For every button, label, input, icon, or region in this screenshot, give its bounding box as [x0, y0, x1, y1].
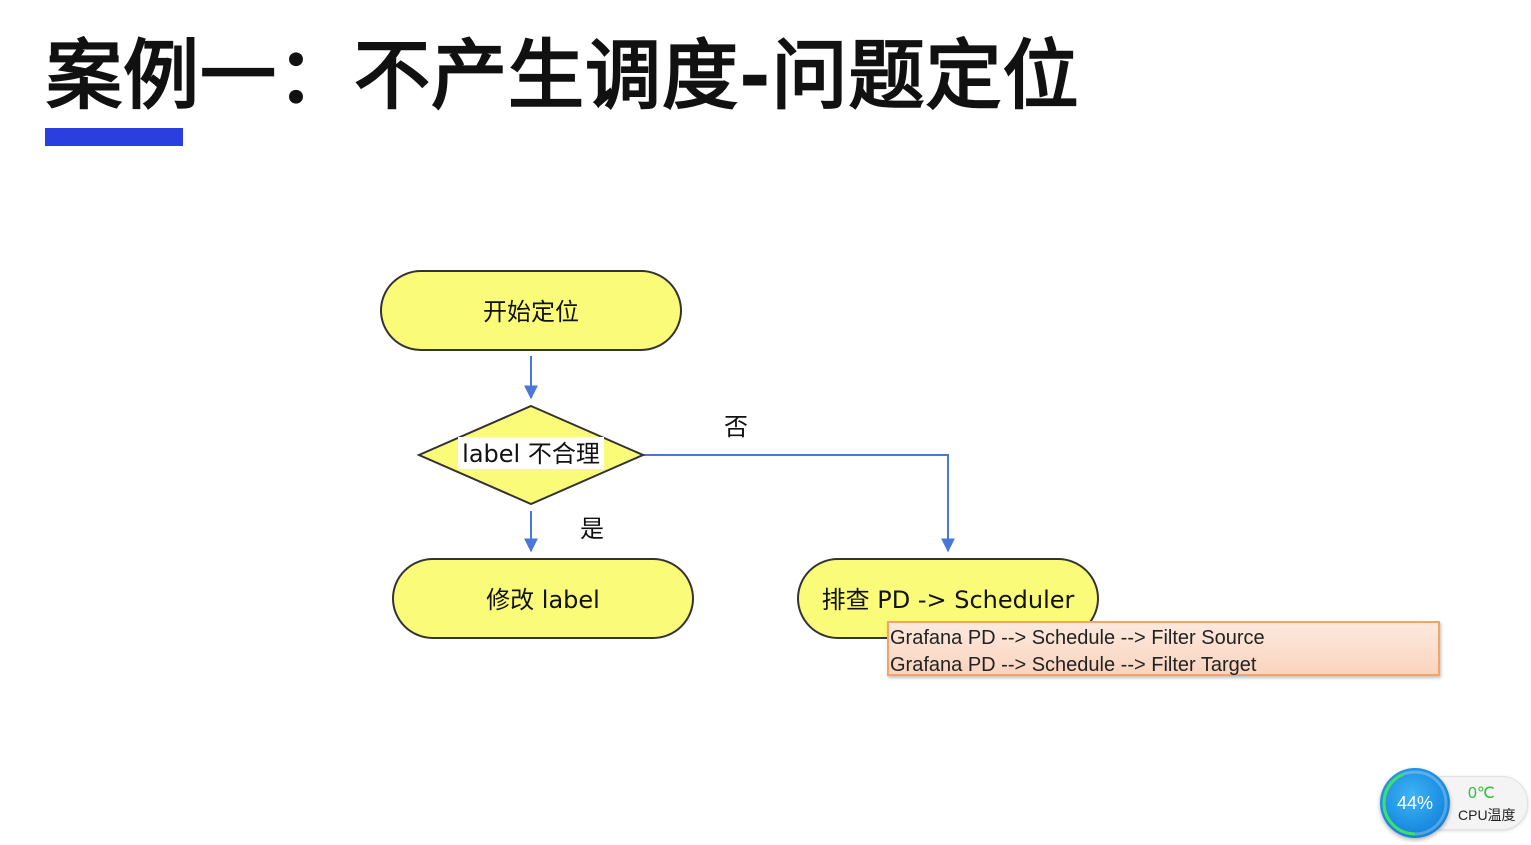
node-fix: 修改 label: [392, 558, 694, 639]
slide-title: 案例一：不产生调度-问题定位: [46, 31, 1080, 120]
node-start: 开始定位: [380, 270, 682, 351]
edge-label-no: 否: [724, 413, 748, 441]
title-accent-bar: [45, 128, 183, 146]
note-line-source: Grafana PD --> Schedule --> Filter Sourc…: [890, 627, 1265, 649]
node-decision-label: label 不合理: [462, 440, 600, 468]
cpu-temperature-value: 0℃: [1468, 785, 1495, 802]
edge-label-yes: 是: [580, 515, 604, 543]
grafana-note: Grafana PD --> Schedule --> Filter Sourc…: [887, 621, 1440, 676]
cpu-monitor-widget[interactable]: 0℃ CPU温度 44%: [1378, 766, 1531, 842]
node-start-label: 开始定位: [483, 298, 579, 326]
cpu-usage-percent: 44%: [1396, 793, 1434, 813]
node-check-label: 排查 PD -> Scheduler: [822, 586, 1075, 614]
cpu-usage-ring: [1382, 770, 1448, 836]
note-line-target: Grafana PD --> Schedule --> Filter Targe…: [890, 654, 1257, 676]
edge-decision-to-check: [643, 454, 955, 553]
node-decision: label 不合理: [416, 404, 646, 506]
node-check: 排查 PD -> Scheduler: [797, 558, 1099, 639]
cpu-temperature-label: CPU温度: [1458, 807, 1516, 823]
cpu-usage-circle: [1380, 768, 1450, 838]
node-fix-label: 修改 label: [486, 586, 600, 614]
